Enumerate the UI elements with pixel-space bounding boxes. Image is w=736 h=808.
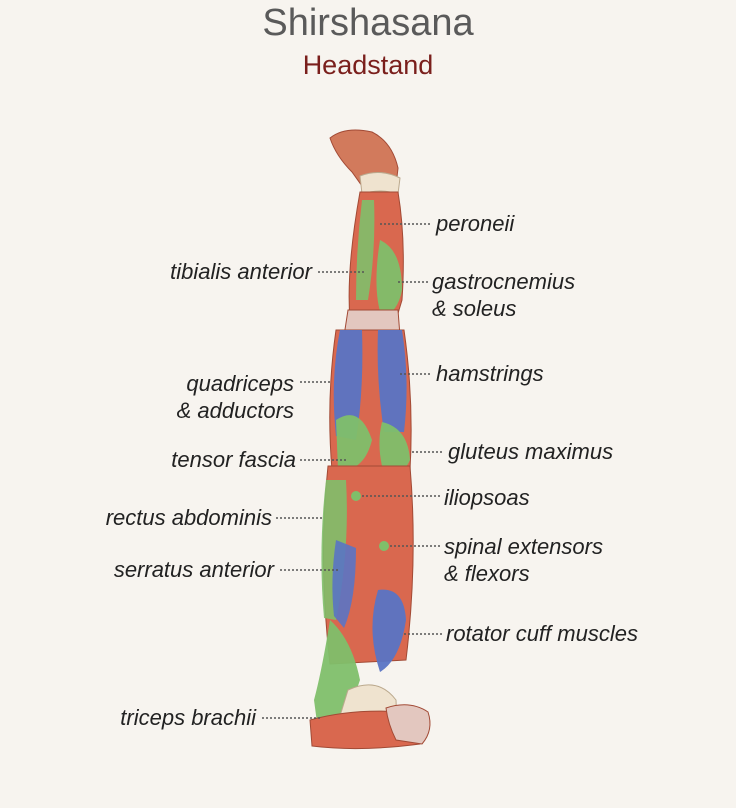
label-iliopsoas: iliopsoas [444, 485, 530, 510]
ankle-tendons [359, 172, 401, 195]
gluteus-region [379, 422, 410, 475]
label-quadriceps: quadriceps & adductors [60, 370, 294, 424]
page-subtitle: Headstand [302, 50, 434, 80]
label-gastrocnemius: gastrocnemius & soleus [432, 268, 575, 322]
label-gastrocnemius-line1: gastrocnemius [432, 269, 576, 294]
tensor-fascia-region [336, 415, 372, 471]
label-rotator-cuff: rotator cuff muscles [446, 621, 638, 646]
tibialis-region [356, 200, 375, 300]
label-gluteus-maximus: gluteus maximus [448, 439, 614, 464]
body-silhouette [309, 129, 431, 750]
serratus-region [332, 540, 356, 628]
rotator-cuff-region [372, 589, 406, 672]
label-rectus-abdominis: rectus abdominis [105, 505, 272, 530]
label-tibialis-anterior: tibialis anterior [170, 259, 312, 284]
page-title: Shirshasana [262, 2, 474, 44]
gastrocnemius-region [376, 240, 402, 318]
label-spinal-line2: & flexors [444, 561, 530, 586]
label-serratus-anterior: serratus anterior [113, 557, 274, 582]
label-quadriceps-line1: quadriceps [186, 371, 294, 396]
leader-lines [262, 223, 444, 719]
label-quadriceps-line2: & adductors [176, 398, 294, 423]
label-tensor-fascia: tensor fascia [171, 447, 296, 472]
label-hamstrings: hamstrings [436, 361, 544, 386]
iliopsoas-marker [351, 491, 361, 501]
label-spinal-extensors: spinal extensors & flexors [444, 533, 603, 587]
spinal-marker [379, 541, 389, 551]
label-triceps-brachii: triceps brachii [120, 705, 256, 730]
label-gastrocnemius-line2: & soleus [432, 296, 517, 321]
hamstrings-region [377, 330, 407, 432]
label-peroneii: peroneii [436, 211, 515, 236]
label-spinal-line1: spinal extensors [444, 534, 603, 559]
quadriceps-region [333, 330, 363, 440]
hands [385, 704, 431, 745]
